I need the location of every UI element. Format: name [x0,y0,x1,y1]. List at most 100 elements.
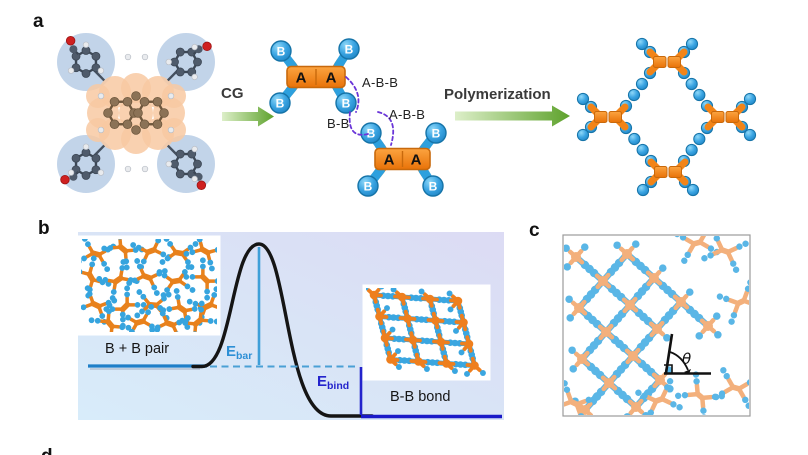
angle-arc-arrowhead [684,369,691,374]
hydrogen-atom [97,169,105,176]
b-bead [711,393,719,401]
free-monomer [183,257,217,301]
b-bead [70,266,78,274]
b-bead [182,320,189,326]
b-bead [204,294,211,301]
a-bead-pair [140,272,154,282]
b-bead [747,279,749,286]
b-bead [81,255,87,262]
polymer-network-snapshot [555,236,749,415]
barrier-energy-label: Ebar [226,343,252,362]
network-node [453,296,463,306]
free-monomer [635,378,683,415]
free-monomer [712,367,749,409]
b-bead [564,380,568,387]
a-bead-pair [201,301,215,311]
b-bead [187,244,194,251]
hydrogen-atom [97,126,105,134]
network-node [464,339,474,349]
b-bead [423,337,431,345]
bead-a-label: A [384,152,395,169]
network-node [655,375,665,385]
b-bead [102,277,109,283]
b-bead [104,266,111,273]
b-bead [86,291,93,297]
free-monomer [675,371,725,415]
b-bead [269,92,291,114]
b-bead [585,396,592,404]
cg-arrow-label: CG [221,85,244,102]
bb-arc [348,111,369,136]
barrier-energy-symbol: E [226,343,237,360]
b-bead [155,239,162,244]
b-bead [148,303,155,310]
b-bead [685,288,694,296]
b-bead [730,260,737,267]
b-bead [119,311,126,318]
angle-symbol-label: θ [682,350,692,368]
b-bead [136,289,143,295]
carbon-atom [193,159,202,169]
network-node [571,252,581,262]
b-bead [401,357,408,364]
a-bead-pair [652,395,666,405]
b-bead [635,77,649,91]
b-bead [647,409,654,415]
carbon-atom [139,96,150,107]
carbon-atom [71,153,81,163]
b-bead [136,263,143,270]
b-bead [576,92,590,106]
b-bead [196,239,203,243]
b-bead [160,251,167,258]
angle-arc [669,351,689,371]
network-node [601,327,611,337]
b-bead [214,246,217,253]
b-bead [429,359,436,366]
b-bead [128,328,135,332]
b-bead [555,402,564,411]
panel-b-label: b [38,218,50,239]
b-bead [423,366,430,372]
network-node [649,273,659,283]
network-node [628,351,638,361]
b-bead [106,308,112,315]
b-bead [384,305,390,312]
barrier-energy-subscript: bar [236,350,253,362]
b-bead [338,38,360,60]
b-bead [418,288,425,295]
b-bead [675,392,682,399]
panel-c-label: c [529,220,540,241]
b-bead [700,407,707,414]
b-bead [185,259,191,265]
b-bead [720,367,727,374]
free-monomer [156,264,196,298]
a-bead [608,111,622,123]
b-bead [191,306,198,312]
a-bead [654,166,668,178]
network-node [622,249,632,259]
b-bead [730,312,738,319]
b-bead [366,288,369,291]
b-bead [664,384,671,391]
bead-b-label: B [432,127,441,141]
hydrogen-atom [124,53,132,61]
b-bead [412,294,420,302]
b-bead [145,309,152,316]
b-bead [161,272,168,279]
b-bead [707,245,715,252]
free-monomer [701,236,749,273]
b-bead [716,293,724,300]
network-node [375,312,384,321]
b-bead [208,265,215,272]
b-bead [457,361,464,368]
free-monomer [81,239,117,273]
free-monomer [176,300,217,332]
b-bead [189,287,196,293]
b-bead [728,318,735,325]
b-bead [670,401,677,408]
b-bead [173,288,180,294]
network-node [652,324,662,334]
network-node [580,405,590,415]
b-bead [213,286,217,293]
a-bead-pair [690,239,704,247]
